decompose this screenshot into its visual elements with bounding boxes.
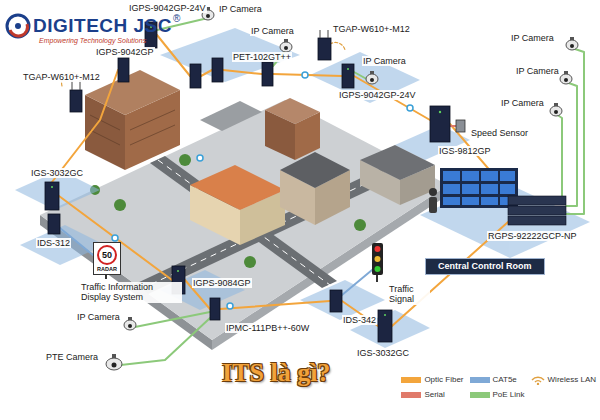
device-label: IP Camera	[362, 56, 407, 66]
device-label: Traffic Signal	[388, 284, 430, 305]
node-heading: 50	[97, 245, 117, 265]
device-label: IP Camera	[515, 66, 560, 76]
device-label: PTE Camera	[45, 352, 99, 362]
device-label: IGS-3032GC	[356, 348, 410, 358]
device-label: PET-102GT++	[232, 52, 292, 62]
device-zone	[15, 28, 590, 348]
device-label: RGPS-92222GCP-NP	[487, 231, 578, 241]
legend-text: Optic Fiber	[424, 375, 463, 384]
building	[85, 70, 435, 245]
device-label: IP Camera	[510, 33, 555, 43]
logo-text: DIGITECH JSC	[32, 15, 173, 37]
control-room	[429, 168, 566, 225]
logo-mark	[7, 15, 29, 37]
device-label: TGAP-W610+-M12	[22, 72, 101, 82]
device-label: IDS-342	[342, 315, 377, 325]
device-label: IGPS-9042GP	[95, 47, 155, 57]
radar-sign: 50RADAR	[93, 242, 121, 275]
legend-item: Serial	[401, 390, 463, 399]
device-label: IDS-312	[36, 238, 71, 248]
network-switch	[45, 22, 450, 342]
device-label: IP Camera	[218, 4, 263, 14]
legend-swatch	[401, 392, 421, 398]
legend-item: PoE Link	[470, 390, 525, 399]
traffic-light	[372, 243, 383, 282]
legend-text: Serial	[424, 390, 444, 399]
wireless-icon	[531, 374, 545, 385]
ip-camera	[106, 7, 578, 370]
status-led	[51, 26, 441, 316]
legend-text: CAT5e	[493, 375, 517, 384]
device-label: IGPS-9084GP	[192, 278, 252, 288]
device-label: IP Camera	[500, 98, 545, 108]
device-label: IPMC-111PB++-60W	[225, 323, 310, 333]
legend-item: Optic Fiber	[401, 374, 463, 385]
device-label: IGPS-9042GP-24V	[128, 3, 207, 13]
device-label: IGS-9812GP	[438, 146, 492, 156]
device-label: Traffic Information Display System	[80, 282, 182, 303]
legend-text: Wireless LAN	[548, 375, 596, 384]
speed-sensor	[456, 120, 465, 132]
node-heading: Central Control Room	[438, 261, 532, 272]
network-cable	[52, 18, 584, 366]
legend-item: CAT5e	[470, 374, 525, 385]
legend-item: Wireless LAN	[531, 374, 596, 385]
legend-swatch	[470, 392, 490, 398]
device-label: IGPS-9042GP-24V	[338, 90, 417, 100]
device-label: IGS-3032GC	[30, 168, 84, 178]
legend-swatch	[470, 377, 490, 383]
room-label-box: Central Control Room	[425, 258, 545, 275]
legend: Optic Fiber CAT5e Wireless LAN Serial PoE Li…	[401, 374, 596, 399]
legend-swatch	[401, 377, 421, 383]
device-label: IP Camera	[250, 26, 295, 36]
page-title: ITS là gì?	[222, 358, 330, 388]
legend-text: PoE Link	[493, 390, 525, 399]
device-label: Speed Sensor	[470, 128, 529, 138]
node-text: RADAR	[97, 266, 117, 272]
device-label: IP Camera	[76, 312, 121, 322]
device-label: TGAP-W610+-M12	[332, 24, 411, 34]
registered-mark: ®	[172, 13, 181, 25]
tagline: Empowering Technology Solutions	[38, 37, 147, 45]
